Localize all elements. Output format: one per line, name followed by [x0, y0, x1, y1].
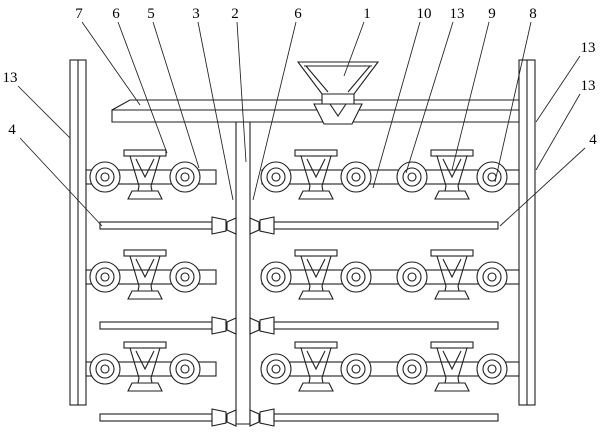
callout-6-a: 6 [112, 6, 120, 22]
callout-13-right-lower: 13 [581, 78, 596, 94]
callout-6-b: 6 [294, 6, 302, 22]
callout-13-top: 13 [450, 6, 465, 22]
left-rail [69, 59, 87, 406]
callout-4-right: 4 [589, 132, 597, 148]
figure-root: 7 6 5 3 2 6 1 10 13 9 8 13 13 4 13 4 [3, 6, 598, 426]
sprue [235, 122, 251, 425]
main-runner [111, 99, 520, 123]
callout-4-left: 4 [8, 122, 16, 138]
casting-row-3 [86, 342, 519, 426]
leader-lines [17, 21, 586, 227]
callout-13-left: 13 [3, 70, 18, 86]
callout-9: 9 [488, 6, 496, 22]
callout-7: 7 [75, 6, 83, 22]
callout-5: 5 [147, 6, 155, 22]
pouring-cup [296, 61, 380, 125]
callout-8: 8 [529, 6, 537, 22]
callout-13-right-upper: 13 [581, 40, 596, 56]
right-rail [518, 59, 536, 406]
callout-labels: 7 6 5 3 2 6 1 10 13 9 8 13 13 4 13 4 [3, 6, 598, 148]
callout-10: 10 [417, 6, 432, 22]
callout-2: 2 [231, 6, 239, 22]
casting-row-2 [86, 250, 519, 334]
callout-1: 1 [363, 6, 371, 22]
callout-3: 3 [192, 6, 200, 22]
